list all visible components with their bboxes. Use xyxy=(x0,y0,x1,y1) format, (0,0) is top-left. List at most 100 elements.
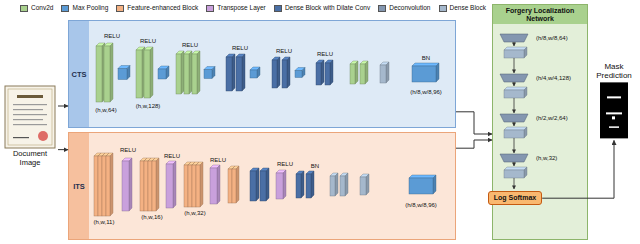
output-block-top xyxy=(412,63,439,66)
dimension-label: (h,w,64) xyxy=(95,107,116,113)
dense-block-top xyxy=(504,47,527,50)
feature-block-front xyxy=(148,161,152,211)
legend-item: Feature-enhanced Block xyxy=(116,5,198,12)
label-text: RELU xyxy=(277,161,293,167)
legend-item: Deconvolution xyxy=(378,5,430,12)
legend-swatch xyxy=(274,5,282,12)
flow-arrow xyxy=(456,112,492,134)
feature-block xyxy=(232,166,239,203)
feature-block xyxy=(184,162,191,207)
conv-block xyxy=(104,43,113,102)
dense-block-front xyxy=(504,90,524,98)
dense-block xyxy=(340,173,348,196)
dilate-block-side xyxy=(277,57,280,88)
mask-ground xyxy=(600,82,628,138)
conv-block-front xyxy=(192,54,197,94)
output-block-side xyxy=(436,63,439,82)
feature-block xyxy=(228,166,235,203)
dimension-label: (h/2,w/2,64) xyxy=(536,115,568,121)
pool-block-front xyxy=(204,70,212,79)
legend-text: Dense Block with Dilate Conv xyxy=(285,5,370,12)
label-text: (h/8,w/8,64) xyxy=(536,35,568,41)
dilate-block xyxy=(226,54,235,91)
feature-block-front xyxy=(228,169,232,203)
chain-arrow xyxy=(514,138,515,153)
feature-block-front xyxy=(98,156,102,216)
feature-block xyxy=(188,162,195,207)
conv-block-side xyxy=(355,61,358,84)
conv-block xyxy=(192,51,200,94)
legend-text: Transpose Layer xyxy=(217,5,266,12)
legend-text: Deconvolution xyxy=(389,5,430,12)
dense-block-top xyxy=(504,87,527,90)
conv-block-side xyxy=(181,51,184,94)
transpose-block xyxy=(166,161,176,208)
label-text: BN xyxy=(311,163,319,169)
flow-arrow xyxy=(542,140,614,198)
mask-region xyxy=(609,126,619,128)
legend: Conv2dMax PoolingFeature-enhanced BlockT… xyxy=(20,2,486,14)
conv-block-side xyxy=(110,43,113,102)
dimension-label: (h,w,16) xyxy=(141,214,162,220)
conv-block-front xyxy=(350,64,355,84)
feature-block xyxy=(196,162,203,207)
document-frame xyxy=(8,89,52,145)
dilate-block xyxy=(306,171,314,198)
pool-block-side xyxy=(257,67,260,78)
feature-block xyxy=(152,158,159,211)
conv-block-front xyxy=(144,50,150,98)
dilate-block-front xyxy=(272,60,277,88)
label-text: (h,w,128) xyxy=(136,103,161,109)
document-seal xyxy=(38,131,48,141)
conv-block-front xyxy=(360,64,365,84)
feature-block-side xyxy=(232,166,235,203)
document-line xyxy=(13,104,47,105)
dimension-label: (h/8,w/8,96) xyxy=(405,202,437,208)
feature-block-side xyxy=(102,153,105,216)
label-text: RELU xyxy=(120,147,136,153)
dimension-label: RELU xyxy=(164,153,180,159)
dense-block xyxy=(330,173,338,196)
label-text: (h/2,w/2,64) xyxy=(536,115,568,121)
transpose-block-side xyxy=(217,165,220,204)
dilate-block-front xyxy=(260,171,266,201)
pool-block xyxy=(295,68,305,78)
dense-block-side xyxy=(386,62,389,83)
feature-block xyxy=(106,153,113,216)
feature-block-side xyxy=(144,158,147,211)
dimension-label: RELU xyxy=(276,48,292,54)
panel-heading: Forgery Localization Network xyxy=(493,5,587,24)
feature-block xyxy=(94,153,101,216)
dimension-label: RELU xyxy=(317,51,333,57)
deconv-block xyxy=(500,74,528,82)
legend-item: Dense Block with Dilate Conv xyxy=(274,5,370,12)
dimension-label: RELU xyxy=(232,45,248,51)
transpose-block-front xyxy=(276,173,283,199)
node-label: Log Softmax xyxy=(494,194,536,202)
mask-region xyxy=(607,96,621,98)
node-label: ITS xyxy=(69,133,89,239)
legend-swatch xyxy=(61,5,69,12)
pool-block-front xyxy=(295,71,302,78)
dimension-label: BN xyxy=(422,55,430,61)
feature-block xyxy=(192,162,199,207)
dense-block xyxy=(504,47,527,58)
conv-block xyxy=(96,43,105,102)
flow-arrow xyxy=(58,106,68,107)
dimension-label: (h,w,128) xyxy=(136,103,161,109)
feature-block-side xyxy=(188,162,191,207)
transpose-block-side xyxy=(173,161,176,208)
dense-block-top xyxy=(504,127,527,130)
legend-text: Conv2d xyxy=(31,5,53,12)
transpose-block xyxy=(122,158,132,211)
pool-block-side xyxy=(166,66,169,79)
transpose-block-side xyxy=(283,170,286,199)
chain-arrow xyxy=(514,82,515,86)
dense-block-side xyxy=(366,174,369,195)
dilate-block-front xyxy=(306,174,311,198)
dense-block-front xyxy=(504,50,524,58)
dilate-block xyxy=(296,171,304,198)
label-text: (h,w,11) xyxy=(94,219,115,225)
feature-block-side xyxy=(98,153,101,216)
dense-block xyxy=(504,87,527,98)
